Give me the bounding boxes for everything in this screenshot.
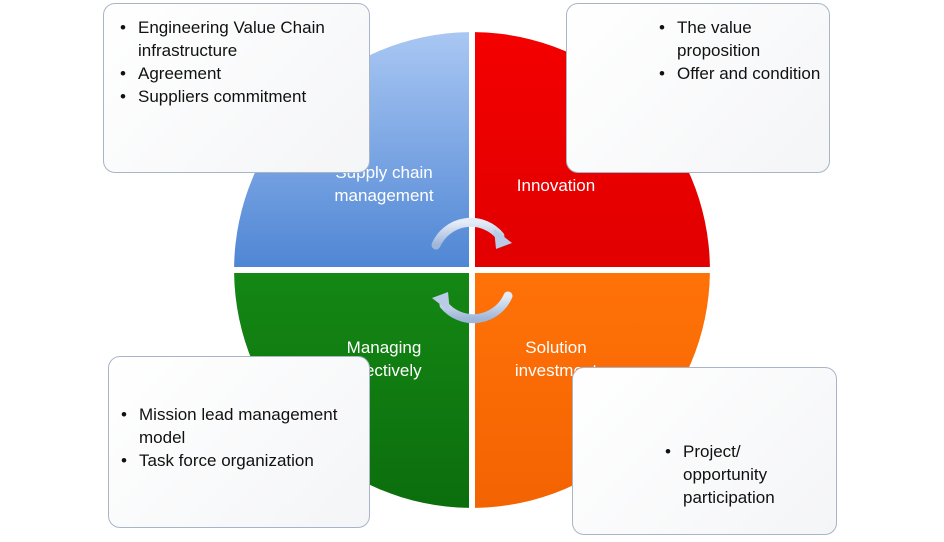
list-item: Engineering Value Chain infrastructure: [120, 16, 361, 62]
quadrant-label-supply-line2: management: [334, 186, 434, 205]
list-item: Offer and condition: [659, 62, 821, 85]
circular-arrows-icon: [431, 217, 513, 324]
list-item: Task force organization: [121, 449, 361, 472]
callout-box-innovation: The value proposition Offer and conditio…: [566, 3, 830, 173]
callout-box-supply-chain: Engineering Value Chain infrastructure A…: [103, 3, 370, 173]
list-item: Mission lead management model: [121, 403, 361, 449]
quadrant-label-solution-line1: Solution: [525, 338, 586, 357]
list-item: Project/ opportunity participation: [665, 440, 828, 509]
quadrant-label-innovation: Innovation: [517, 176, 595, 195]
list-item: Agreement: [120, 62, 361, 85]
list-item: The value proposition: [659, 16, 821, 62]
callout-box-managing: Mission lead management model Task force…: [108, 356, 370, 528]
callout-box-solution: Project/ opportunity participation: [572, 367, 837, 535]
list-item: Suppliers commitment: [120, 85, 361, 108]
quadrant-label-managing-line1: Managing: [347, 338, 422, 357]
